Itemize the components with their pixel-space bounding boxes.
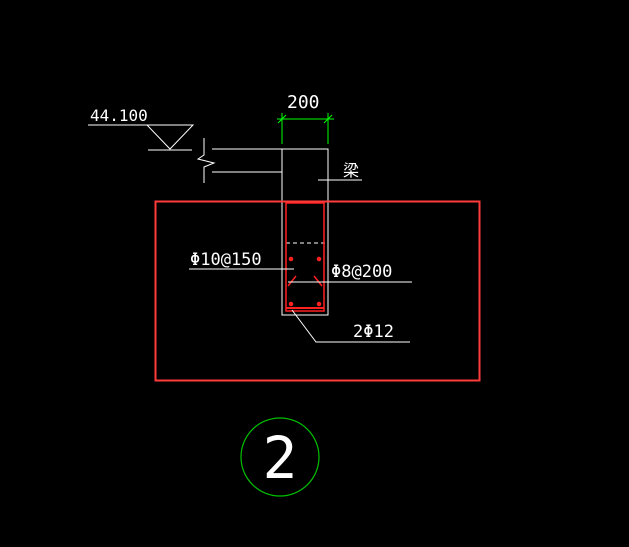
stirrup-label: Φ10@150 [190, 250, 262, 270]
stirrup-rebar [285, 202, 325, 312]
detail-circle [240, 417, 320, 497]
bottom-bar-label: 2Φ12 [353, 322, 394, 342]
rebar-dot [316, 256, 322, 262]
width-dimension-label: 200 [287, 92, 320, 113]
slab [196, 138, 282, 183]
elevation-label: 44.100 [90, 106, 148, 125]
stirrup-annotation: Φ10@150 [189, 250, 294, 270]
rebar-group [285, 202, 325, 312]
detail-number: 2 [263, 424, 298, 492]
stirrup-hook-right [313, 275, 323, 287]
beam-label: 梁 [343, 161, 359, 180]
rebar-dot [288, 256, 294, 262]
bottom-bar-leader-line [291, 309, 410, 343]
elevation-marker: 44.100 [88, 106, 195, 151]
width-dimension [277, 113, 334, 144]
dimension-tick-right [323, 114, 333, 124]
detail-bubble: 2 [240, 417, 320, 497]
rebar-dot [288, 301, 294, 307]
beam-section [281, 148, 329, 316]
break-line-icon [196, 138, 216, 183]
dimension-tick-left [277, 114, 287, 124]
stirrup-hook-left [287, 275, 297, 287]
highlight-box [154, 200, 481, 382]
beam-outline [281, 148, 329, 316]
bottom-bar-annotation: 2Φ12 [291, 309, 410, 343]
elevation-triangle-icon [145, 124, 195, 150]
beam-tag: 梁 [318, 161, 362, 181]
tie-label: Φ8@200 [331, 262, 392, 282]
tie-annotation: Φ8@200 [288, 262, 412, 283]
rebar-dot [316, 301, 322, 307]
